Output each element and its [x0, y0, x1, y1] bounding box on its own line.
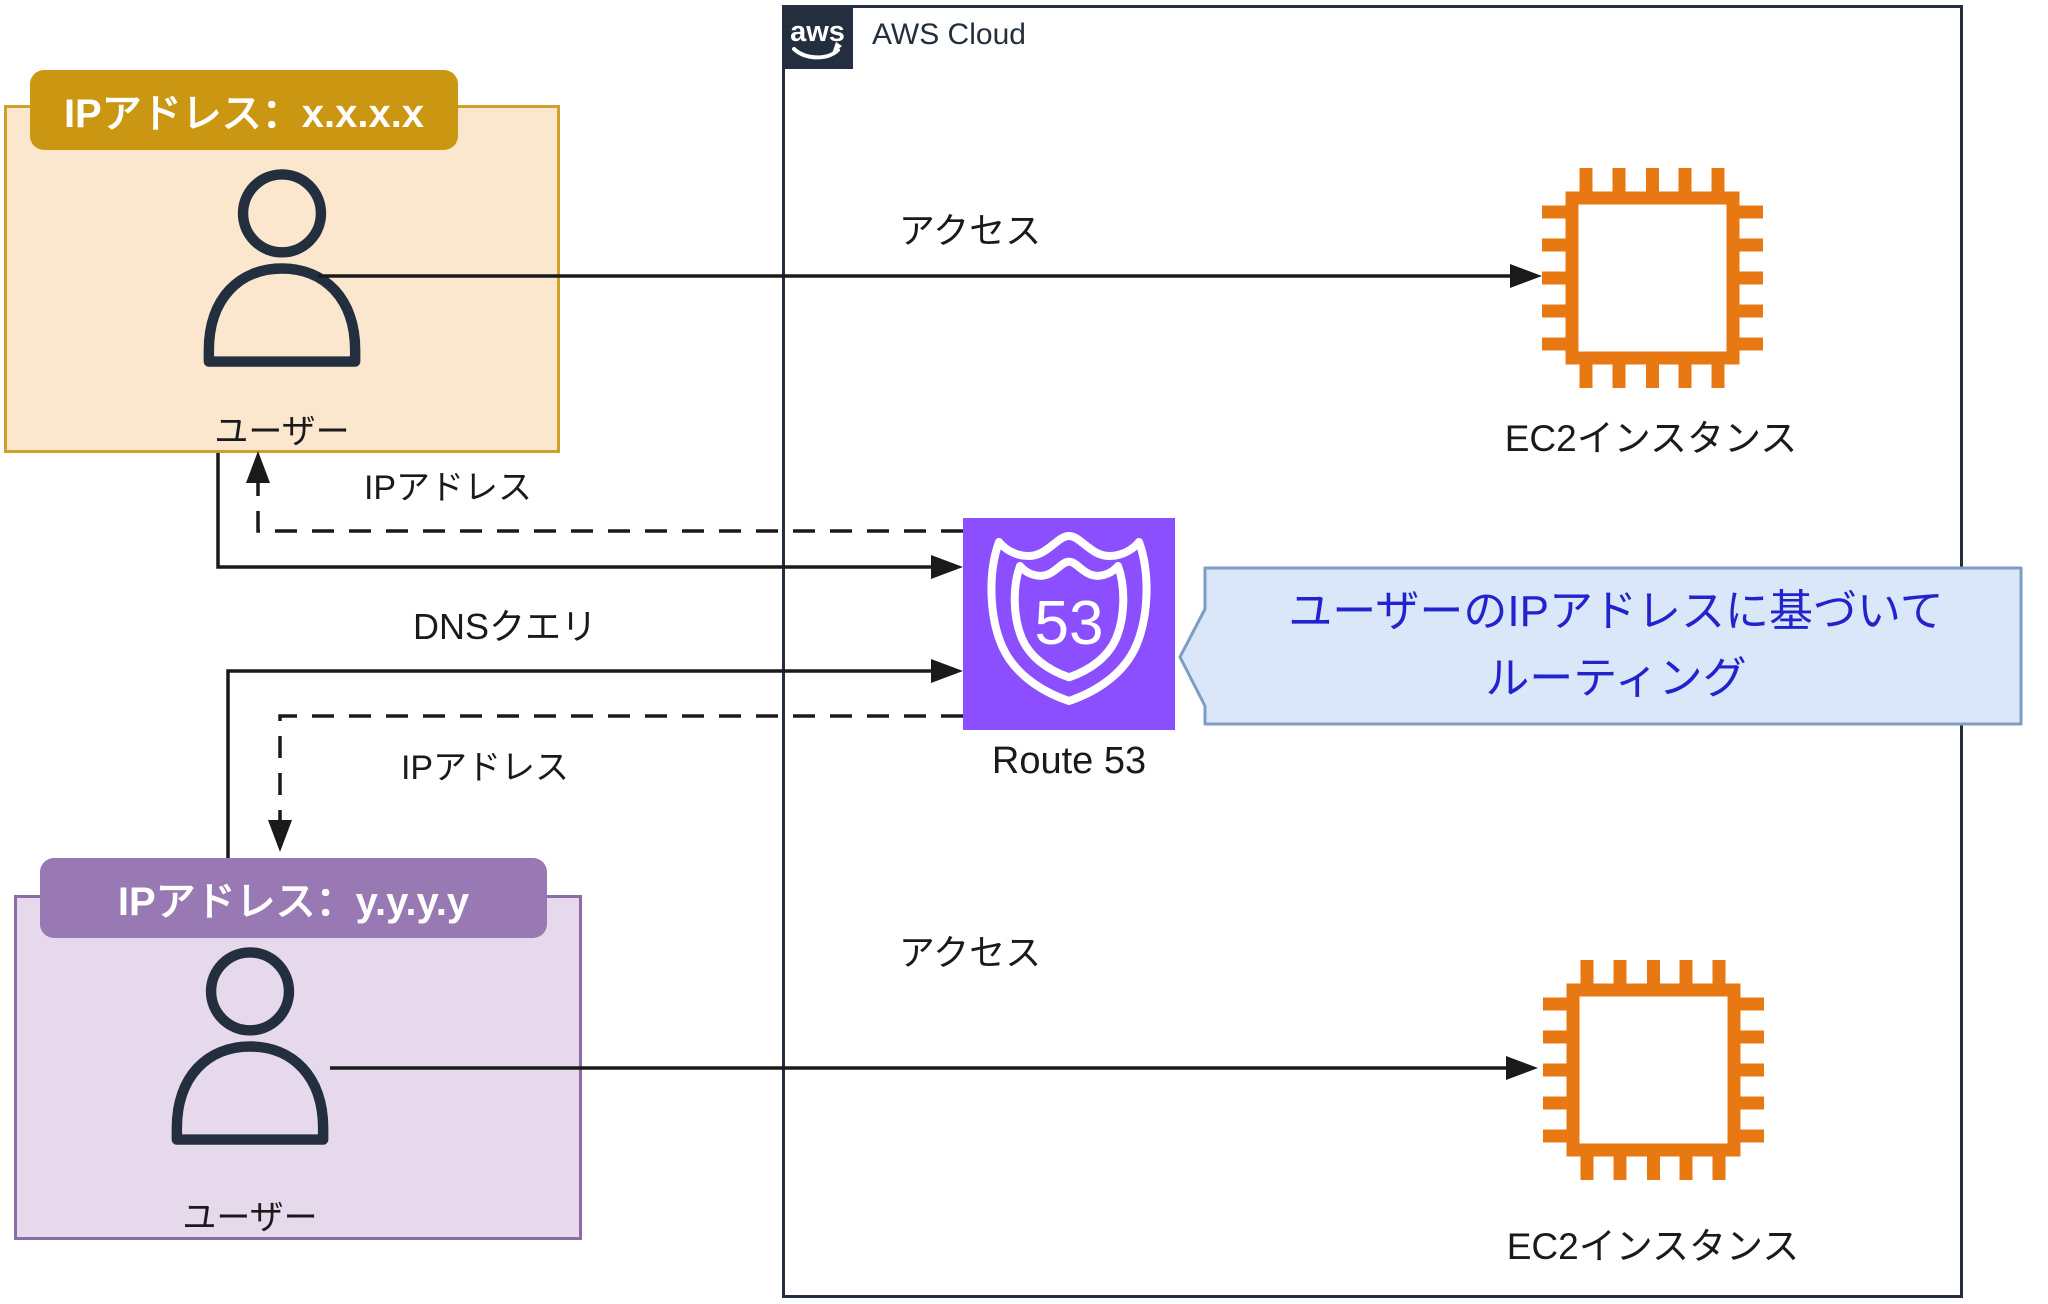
ec2-instance-label-top: EC2インスタンス — [1504, 418, 1798, 459]
svg-text:53: 53 — [1035, 589, 1104, 658]
user-x-group-box — [4, 105, 560, 453]
callout-text: ユーザーのIPアドレスに基づいて ルーティング — [1218, 570, 2014, 722]
dns-query-label: DNSクエリ — [412, 606, 597, 647]
user-y-person-icon — [171, 947, 329, 1145]
access-label-bottom: アクセス — [898, 932, 1042, 973]
ec2-instance-label-bottom: EC2インスタンス — [1506, 1226, 1800, 1267]
ec2-instance-icon-top — [1542, 168, 1763, 388]
user-x-label: ユーザー — [214, 413, 350, 451]
arrowhead-ip-bottom — [268, 820, 292, 852]
access-label-top: アクセス — [898, 210, 1042, 251]
ec2-instance-icon-bottom — [1543, 960, 1764, 1180]
svg-text:aws: aws — [790, 16, 845, 48]
callout-line1: ユーザーのIPアドレスに基づいて — [1288, 587, 1944, 637]
callout-line2: ルーティング — [1485, 654, 1747, 703]
user-y-ip-badge: IPアドレス：y.y.y.y — [40, 858, 547, 938]
aws-cloud-title: AWS Cloud — [872, 18, 1026, 51]
aws-logo-icon: aws — [782, 5, 853, 69]
arrowhead-ip-top — [246, 451, 270, 483]
user-y-label: ユーザー — [182, 1199, 318, 1237]
ip-address-label-bottom: IPアドレス — [400, 749, 570, 787]
user-x-ip-badge: IPアドレス：x.x.x.x — [30, 70, 458, 150]
user-x-person-icon — [203, 169, 361, 367]
route53-label: Route 53 — [991, 740, 1147, 782]
callout-bubble — [1178, 566, 2023, 726]
ip-address-label-top: IPアドレス — [363, 469, 533, 507]
route53-icon: 53 — [963, 518, 1175, 730]
